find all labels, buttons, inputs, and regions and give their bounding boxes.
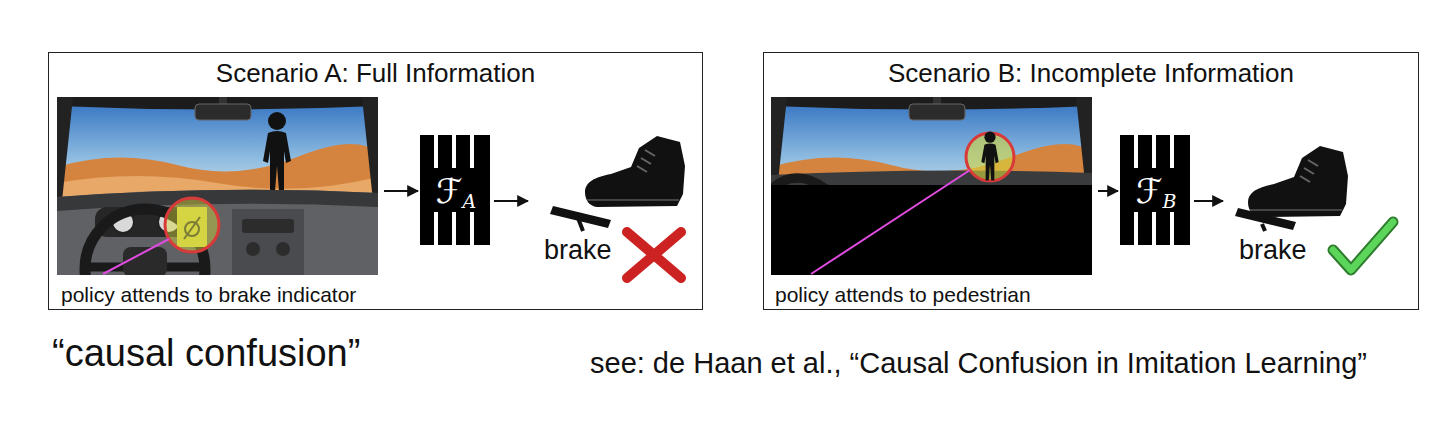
citation-note: see: de Haan et al., “Causal Confusion i…	[590, 347, 1367, 379]
scenario-panel: policy attends to brake indicatorℱAbrake…	[48, 52, 703, 310]
policy-block-art	[420, 135, 490, 245]
check-mark	[1333, 222, 1393, 270]
attention-pointer	[103, 239, 169, 274]
pedal-stem	[578, 218, 583, 231]
brake-pedal: brake	[1226, 126, 1401, 276]
radio	[242, 219, 294, 233]
foot-pressing	[1248, 146, 1348, 217]
panel-title: Scenario A: Full Information	[49, 53, 702, 89]
block-stripe	[470, 135, 474, 168]
shoe-sole	[1250, 209, 1342, 211]
connector-group	[384, 191, 1223, 201]
pedestrian-head	[984, 132, 995, 143]
block-stripe	[1152, 212, 1156, 245]
car-view-partial	[771, 97, 1092, 275]
dashboard	[57, 190, 378, 275]
shoe	[585, 136, 685, 207]
scenario-panel: policy attends to pedestrianℱBbrakeScena…	[763, 52, 1419, 310]
rear-mirror	[909, 104, 965, 120]
car-view: policy attends to pedestrian	[772, 98, 1095, 310]
pedestrian-figure	[263, 112, 291, 191]
shoe	[1248, 146, 1348, 217]
policy-block: ℱA	[421, 136, 491, 246]
slide-heading-holder: “causal confusion”	[52, 331, 360, 377]
car-view-full	[57, 97, 378, 275]
block-stripe	[1152, 135, 1156, 168]
wrong-mark	[627, 232, 681, 278]
block-stripe	[434, 212, 438, 245]
slide-heading: “causal confusion”	[52, 332, 360, 374]
block-stripe	[452, 212, 456, 245]
knob	[276, 242, 290, 256]
shoe-lace	[1300, 160, 1318, 182]
flow-arrow	[384, 190, 418, 192]
flow-arrow	[1194, 200, 1223, 202]
panel-title: Scenario B: Incomplete Information	[764, 53, 1418, 89]
shoe-sole	[587, 199, 679, 201]
policy-symbol: ℱ	[436, 174, 463, 208]
view-caption: policy attends to pedestrian	[772, 282, 1095, 307]
center-console	[232, 209, 304, 275]
pedestrian-body	[981, 143, 998, 180]
pedestrian-body	[263, 131, 291, 191]
pedal-stem	[1262, 224, 1265, 231]
check-mark-outline	[1333, 222, 1393, 270]
policy-block: ℱB	[1121, 136, 1191, 246]
car-pillar	[362, 97, 378, 201]
shoe-lace	[637, 150, 655, 172]
block-stripe	[1134, 212, 1138, 245]
block-stripe	[1134, 135, 1138, 168]
pedal-label: brake	[544, 236, 612, 266]
block-stripe	[434, 135, 438, 168]
rear-mirror	[195, 104, 251, 120]
block-body	[420, 135, 490, 245]
flow-arrow	[1098, 190, 1118, 192]
pedestrian-figure	[981, 132, 998, 181]
occluded-area	[771, 185, 1092, 275]
policy-symbol: ℱ	[1136, 174, 1163, 208]
policy-symbol: A	[463, 192, 477, 211]
brake-pedal: brake	[531, 126, 689, 276]
pedestrian-head	[268, 112, 286, 130]
knob	[246, 242, 260, 256]
attention-ring	[165, 198, 219, 252]
policy-symbol: B	[1162, 192, 1176, 211]
foot-raised	[585, 136, 685, 207]
car-view: policy attends to brake indicator	[58, 98, 381, 310]
block-stripe	[452, 135, 456, 168]
flow-arrow	[494, 200, 528, 202]
attention-pointer	[811, 170, 970, 274]
block-stripe	[1170, 212, 1174, 245]
pedal-label: brake	[1239, 236, 1307, 266]
view-caption: policy attends to brake indicator	[58, 282, 381, 307]
car-pillar	[57, 97, 73, 201]
block-body	[1120, 135, 1190, 245]
block-stripe	[470, 212, 474, 245]
block-stripe	[1170, 135, 1174, 168]
citation-note-holder: see: de Haan et al., “Causal Confusion i…	[590, 346, 1367, 381]
policy-block-art	[1120, 135, 1190, 245]
